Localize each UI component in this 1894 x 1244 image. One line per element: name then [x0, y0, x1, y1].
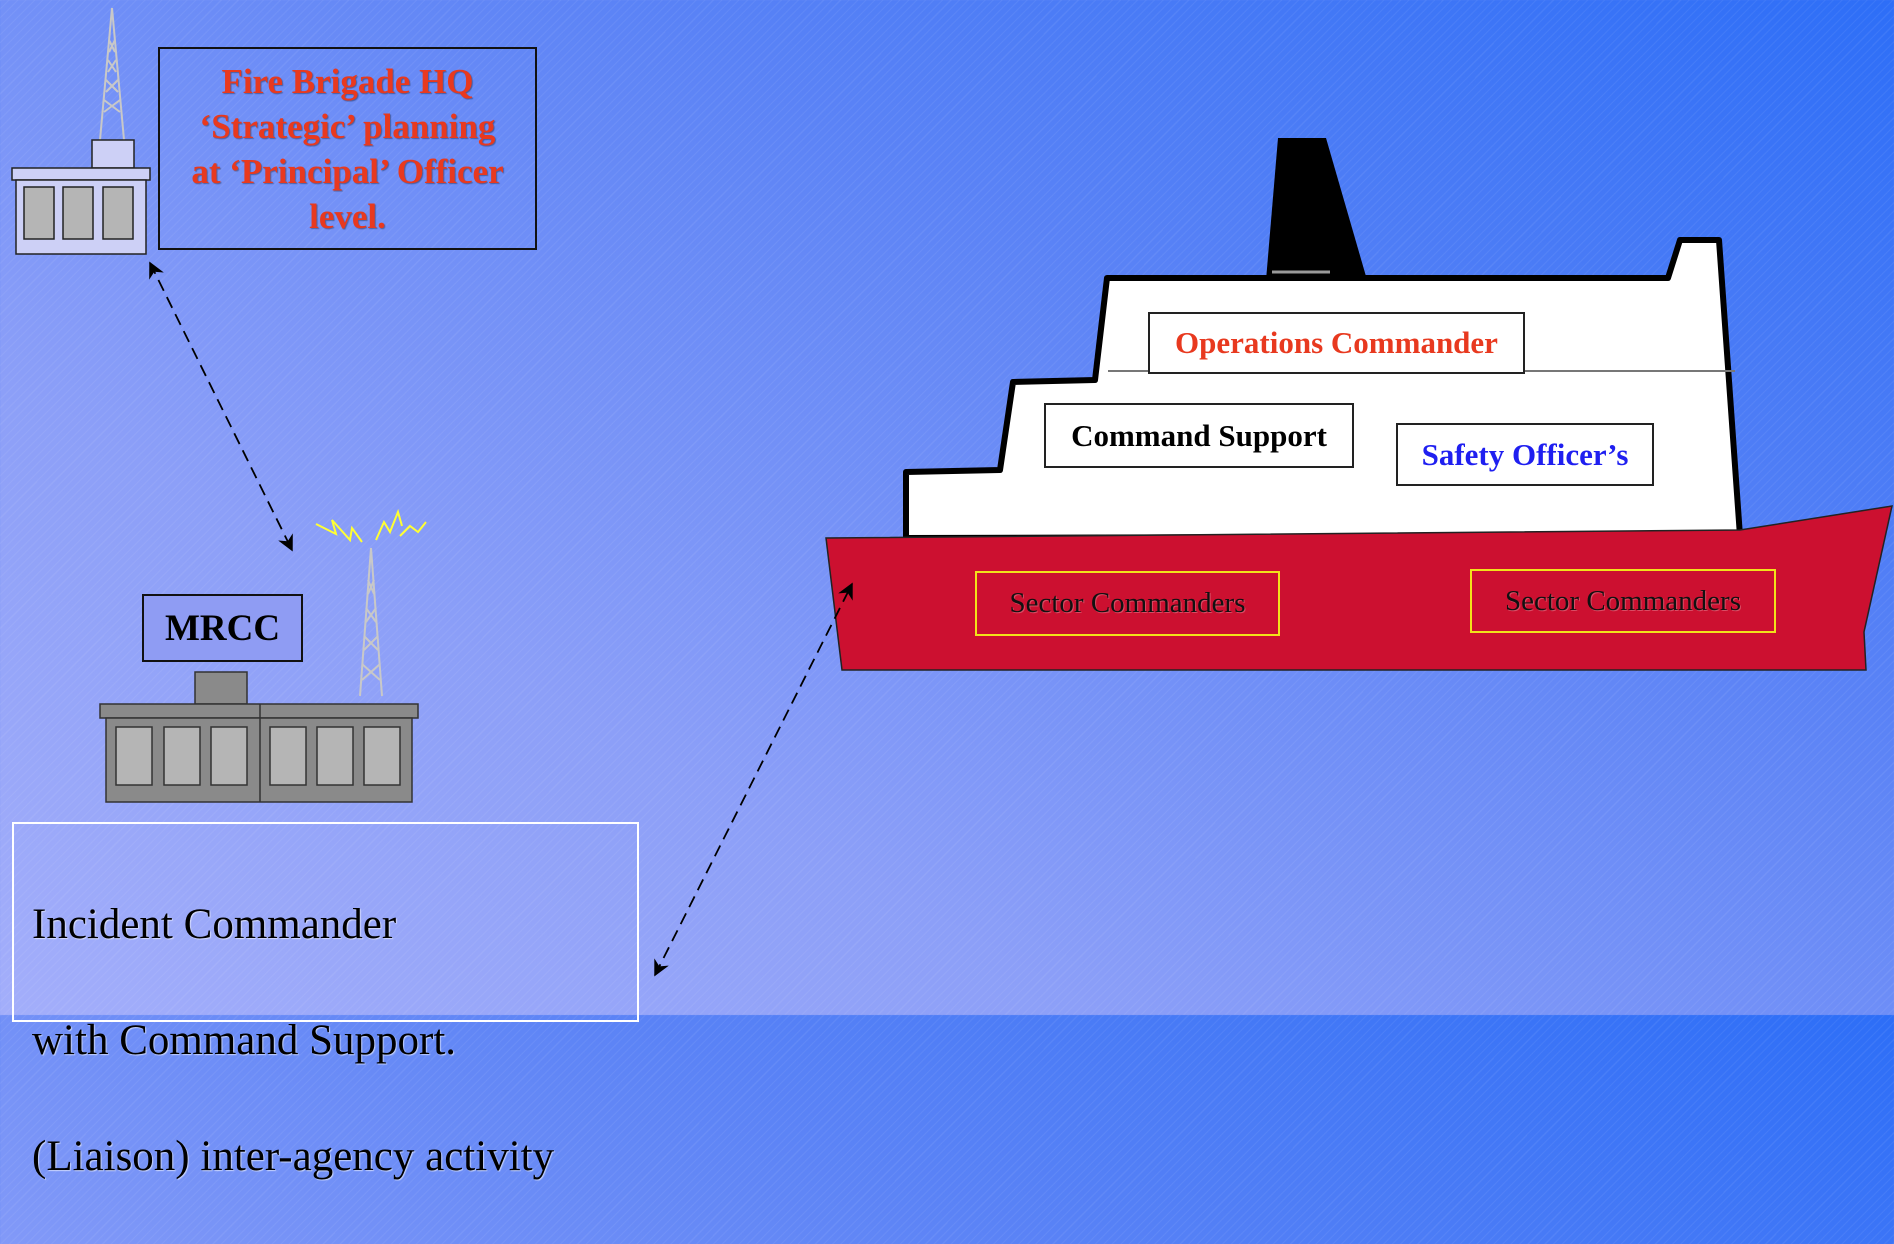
mrcc-label: MRCC [142, 594, 303, 662]
command-support-label: Command Support [1044, 403, 1354, 468]
sector-commanders-right-label: Sector Commanders [1470, 569, 1776, 633]
hq-mrcc-link-arrow [149, 261, 293, 552]
incident-ship-link-arrow [654, 582, 853, 977]
operations-commander-label: Operations Commander [1148, 312, 1525, 374]
fire-brigade-hq-box: Fire Brigade HQ ‘Strategic’ planning at … [158, 47, 537, 250]
mrcc-radio-mast [359, 547, 383, 697]
ship-superstructure [903, 237, 1743, 541]
incident-line: with Command Support. [32, 1017, 457, 1064]
mrcc-building [99, 671, 419, 803]
safety-officer-label: Safety Officer’s [1396, 423, 1654, 486]
incident-commander-box: Incident Commander with Command Support.… [12, 822, 639, 1180]
incident-line: (Liaison) inter-agency activity [32, 1133, 555, 1180]
fire-brigade-hq-building [11, 7, 151, 255]
hq-line: ‘Strategic’ planning [199, 106, 496, 146]
sector-commanders-left-label: Sector Commanders [975, 571, 1280, 636]
radio-signal-icon [315, 508, 427, 543]
incident-text: Incident Commander with Command Support.… [32, 838, 554, 1244]
ship-funnel [1264, 138, 1374, 304]
hq-line: level. [309, 196, 386, 236]
hq-text: Fire Brigade HQ ‘Strategic’ planning at … [191, 59, 503, 239]
hq-radio-mast [99, 7, 125, 141]
hq-line: Fire Brigade HQ [221, 61, 474, 101]
hq-line: at ‘Principal’ Officer [191, 151, 504, 191]
incident-line: Incident Commander [32, 901, 397, 948]
